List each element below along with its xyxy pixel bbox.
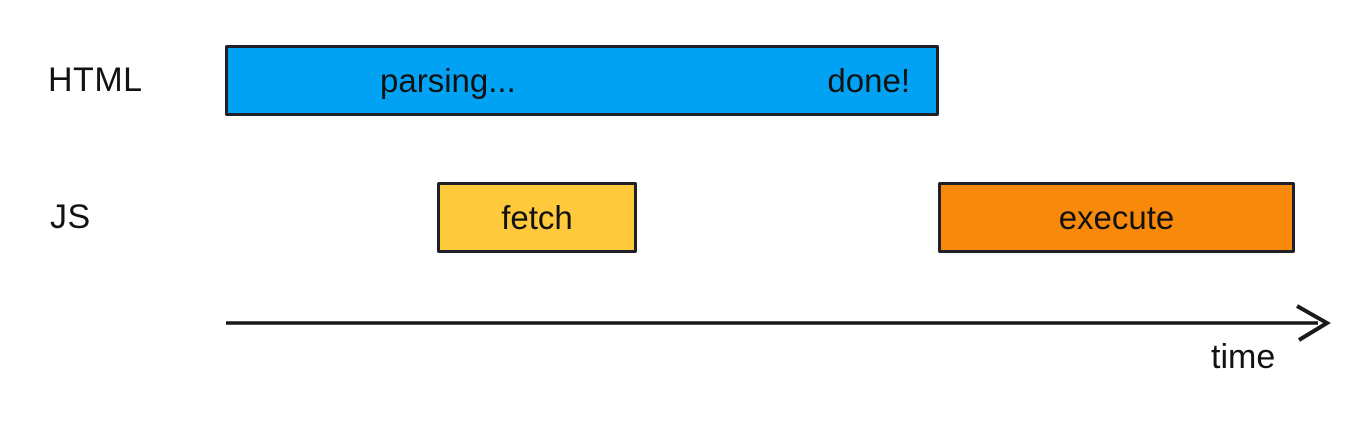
fetch-bar-text: fetch xyxy=(501,198,573,236)
row-label-js: JS xyxy=(50,198,91,236)
row-label-html: HTML xyxy=(48,61,143,99)
parsing-done-text: done! xyxy=(827,61,910,99)
html-parsing-bar: parsing... done! xyxy=(225,45,939,116)
js-fetch-bar: fetch xyxy=(437,182,637,253)
parsing-bar-text: parsing... xyxy=(380,61,516,99)
execute-bar-text: execute xyxy=(1058,198,1175,236)
js-execute-bar: execute xyxy=(938,182,1295,253)
time-axis-label: time xyxy=(1211,338,1276,376)
